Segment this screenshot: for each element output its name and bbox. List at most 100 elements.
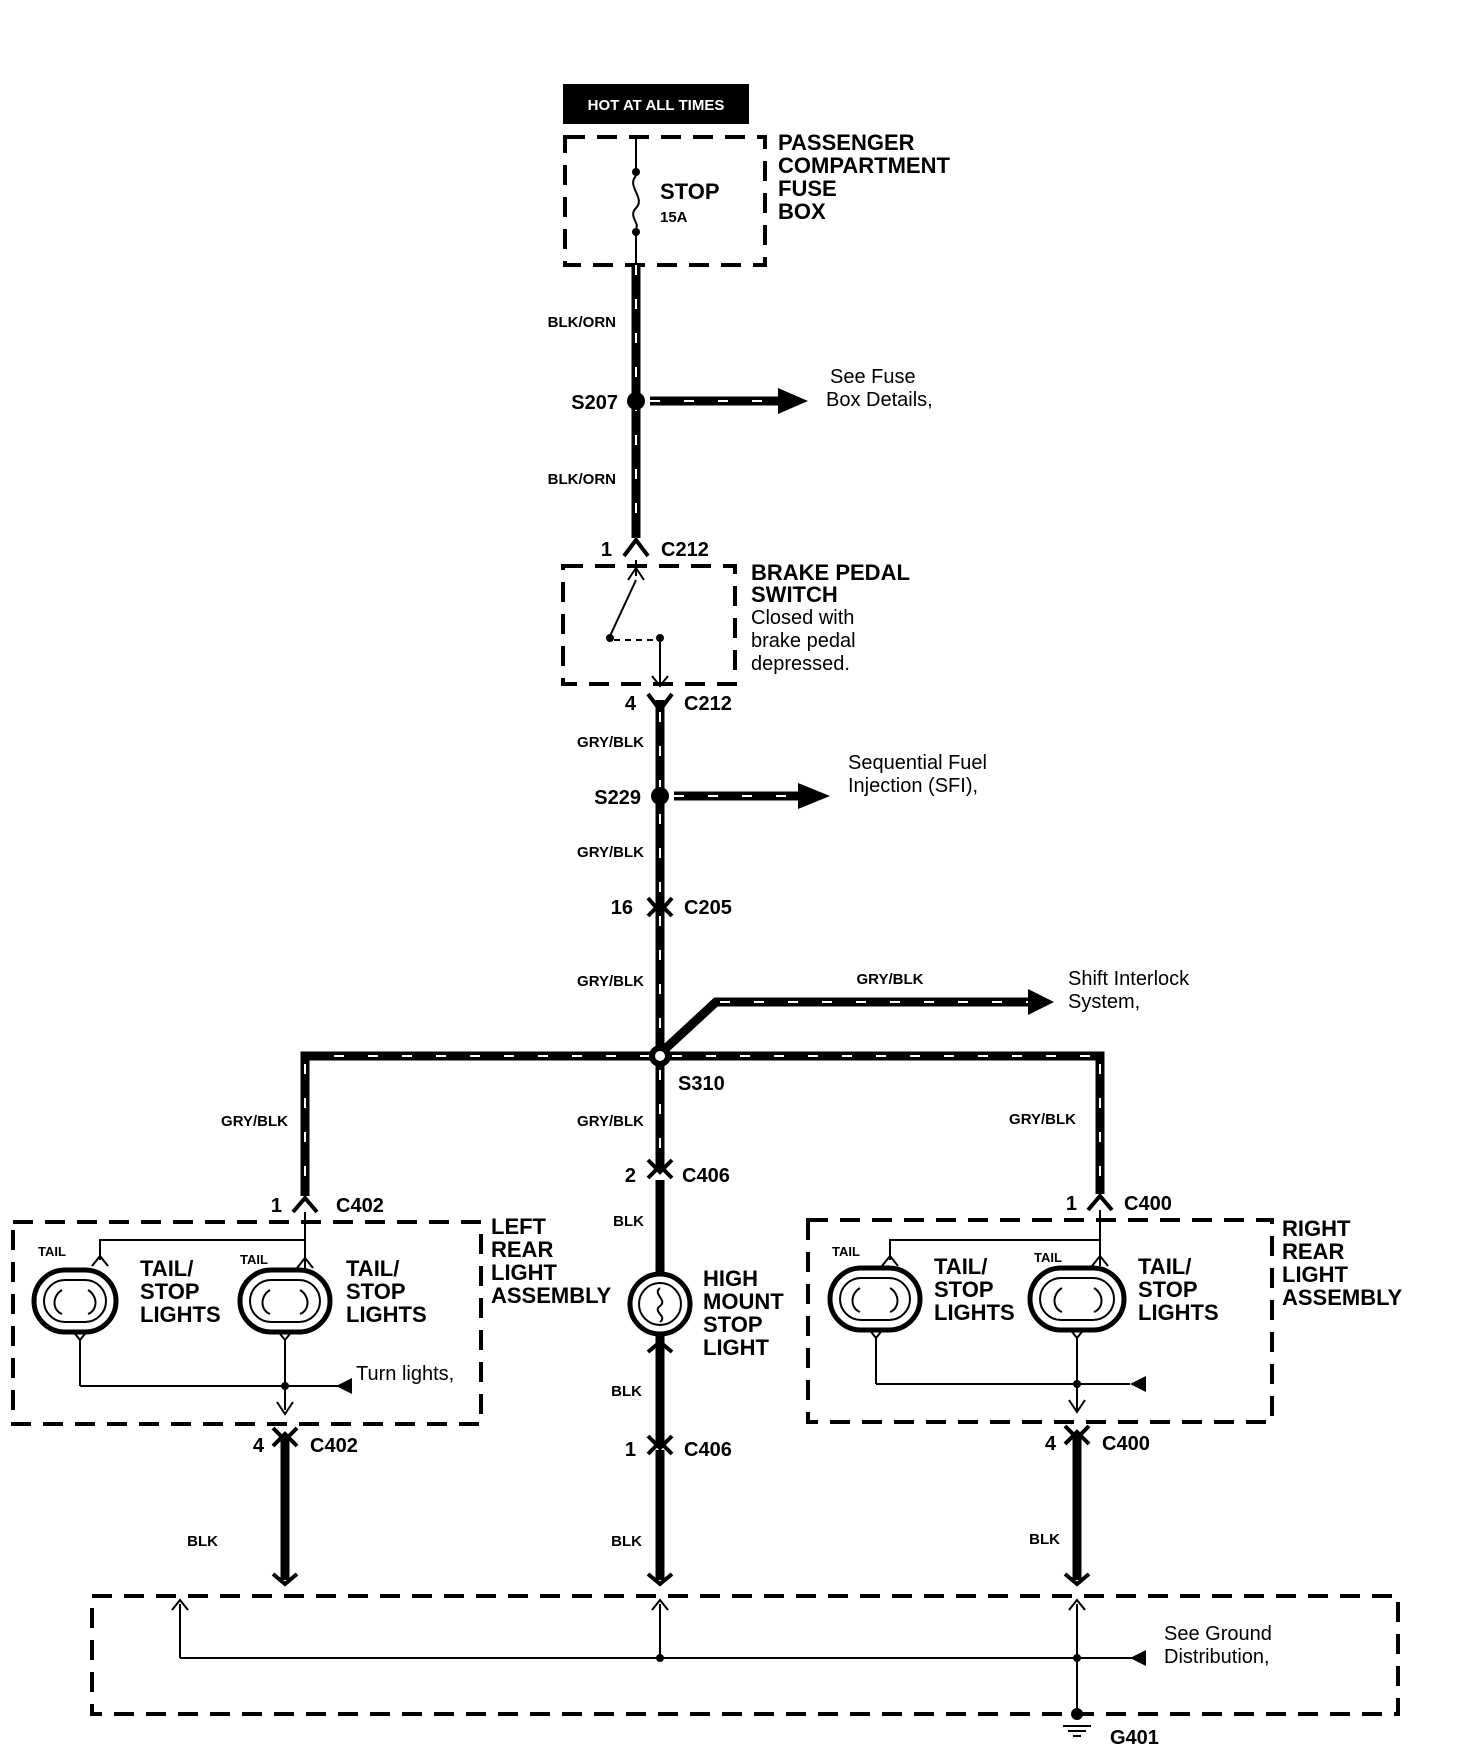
fuse-box-outline	[563, 135, 767, 267]
right-lamp-2-label-1: TAIL/	[1138, 1254, 1191, 1279]
left-assembly-title-3: LIGHT	[491, 1260, 558, 1285]
left-lamp-2-label-2: STOP	[346, 1279, 406, 1304]
ref-fuse-details-2: Box Details,	[826, 389, 933, 411]
connector-name: C212	[661, 539, 709, 561]
ref-turn-lights-left: Turn lights,	[356, 1363, 454, 1385]
splice-s310-label: S310	[678, 1073, 725, 1095]
left-lamp-1-label-2: STOP	[140, 1279, 200, 1304]
connector-name: C402	[310, 1435, 358, 1457]
ground-symbol-icon	[1063, 1708, 1091, 1737]
connector-name: C406	[682, 1165, 730, 1187]
wire-color-label: BLK/ORN	[548, 471, 616, 488]
ref-ground-dist-2: Distribution,	[1164, 1646, 1270, 1668]
connector-c406-bottom-symbol	[646, 1434, 674, 1456]
left-lamp-1-label-1: TAIL/	[140, 1256, 193, 1281]
brake-switch-note-3: depressed.	[751, 653, 850, 675]
splice-s229-label: S229	[594, 787, 641, 809]
right-lamp-2-icon	[1027, 1265, 1127, 1340]
connector-pin: 4	[253, 1435, 265, 1457]
wire-color-label: GRY/BLK	[577, 844, 644, 861]
right-lamp-1-label-2: STOP	[934, 1277, 994, 1302]
connector-pin: 1	[271, 1195, 282, 1217]
wire-color-label: GRY/BLK	[577, 973, 644, 990]
splice-s207	[627, 392, 645, 410]
connector-pin: 16	[611, 897, 633, 919]
high-mount-lamp-symbol	[627, 1271, 693, 1337]
connector-c205-symbol	[646, 896, 674, 918]
brake-switch-note-2: brake pedal	[751, 630, 856, 652]
brake-switch-title-1: BRAKE PEDAL	[751, 560, 910, 585]
ground-wire-ends	[271, 1572, 1091, 1587]
fuse-box-title-3: FUSE	[778, 176, 837, 201]
connector-name: C400	[1102, 1433, 1150, 1455]
high-mount-title-1: HIGH	[703, 1266, 758, 1291]
right-assembly-internal-wiring	[875, 1210, 1146, 1414]
connector-name: C400	[1124, 1193, 1172, 1215]
hot-at-all-times-label: HOT AT ALL TIMES	[588, 97, 725, 114]
connector-pin: 2	[625, 1165, 636, 1187]
ref-shift-1: Shift Interlock	[1068, 968, 1190, 990]
connector-c400-top-symbol	[1086, 1192, 1114, 1212]
wire-color-label: BLK	[611, 1383, 642, 1400]
connector-pin: 4	[625, 693, 637, 715]
left-assembly-title-4: ASSEMBLY	[491, 1283, 612, 1308]
connector-c406-top-symbol	[646, 1158, 674, 1180]
wire-color-label: BLK	[613, 1213, 644, 1230]
wire-left-branch	[300, 1051, 660, 1196]
wire-color-label: BLK	[611, 1533, 642, 1550]
right-tail-label-2: TAIL	[1034, 1250, 1062, 1265]
connector-c212-top-symbol	[622, 536, 650, 558]
hot-at-all-times-box	[563, 84, 749, 124]
connector-name: C402	[336, 1195, 384, 1217]
wire-color-label: GRY/BLK	[1009, 1111, 1076, 1128]
left-assembly-title-2: REAR	[491, 1237, 553, 1262]
connector-c402-top-symbol	[291, 1194, 319, 1214]
right-assembly-title-1: RIGHT	[1282, 1216, 1351, 1241]
fuse-rating: 15A	[660, 209, 688, 226]
connector-name: C212	[684, 693, 732, 715]
wire-color-label: BLK	[187, 1533, 218, 1550]
fuse-symbol	[632, 137, 640, 265]
wire-shift-interlock-branch	[660, 989, 1054, 1054]
wire-color-label: GRY/BLK	[221, 1113, 288, 1130]
right-assembly-outline	[806, 1218, 1274, 1424]
right-lamp-2-label-3: LIGHTS	[1138, 1300, 1219, 1325]
splice-s229	[651, 787, 669, 805]
right-tail-label-1: TAIL	[832, 1244, 860, 1259]
high-mount-title-2: MOUNT	[703, 1289, 784, 1314]
right-lamp-1-label-1: TAIL/	[934, 1254, 987, 1279]
fuse-box-title-1: PASSENGER	[778, 130, 915, 155]
connector-name: C406	[684, 1439, 732, 1461]
ground-distribution-outline	[90, 1594, 1400, 1716]
left-assembly-internal-wiring	[79, 1212, 352, 1416]
high-mount-title-4: LIGHT	[703, 1335, 770, 1360]
right-lamp-1-icon	[827, 1265, 923, 1340]
connector-pin: 1	[601, 539, 612, 561]
wire-color-label: BLK	[1029, 1531, 1060, 1548]
ref-sfi-1: Sequential Fuel	[848, 752, 987, 774]
high-mount-title-3: STOP	[703, 1312, 763, 1337]
right-lamp-2-label-2: STOP	[1138, 1277, 1198, 1302]
connector-pin: 1	[625, 1439, 636, 1461]
right-assembly-title-2: REAR	[1282, 1239, 1344, 1264]
connector-name: C205	[684, 897, 732, 919]
left-lamp-2-icon	[237, 1267, 333, 1342]
left-lamp-1-icon	[31, 1267, 119, 1342]
fuse-box-title-4: BOX	[778, 199, 826, 224]
ref-sfi-2: Injection (SFI),	[848, 775, 978, 797]
splice-s207-label: S207	[571, 392, 618, 414]
left-assembly-title-1: LEFT	[491, 1214, 547, 1239]
wire-color-label: GRY/BLK	[857, 971, 924, 988]
left-tail-label-2: TAIL	[240, 1252, 268, 1267]
connector-pin: 4	[1045, 1433, 1057, 1455]
brake-switch-symbol	[606, 560, 669, 688]
ground-bus-wiring	[171, 1598, 1146, 1718]
left-assembly-outline	[11, 1220, 483, 1426]
left-tail-label-1: TAIL	[38, 1244, 66, 1259]
right-assembly-title-4: ASSEMBLY	[1282, 1285, 1403, 1310]
branch-arrow-fuse-details	[650, 388, 808, 414]
wire-right-branch	[660, 1051, 1105, 1194]
left-lamp-2-label-3: LIGHTS	[346, 1302, 427, 1327]
branch-arrow-sfi	[674, 783, 830, 809]
